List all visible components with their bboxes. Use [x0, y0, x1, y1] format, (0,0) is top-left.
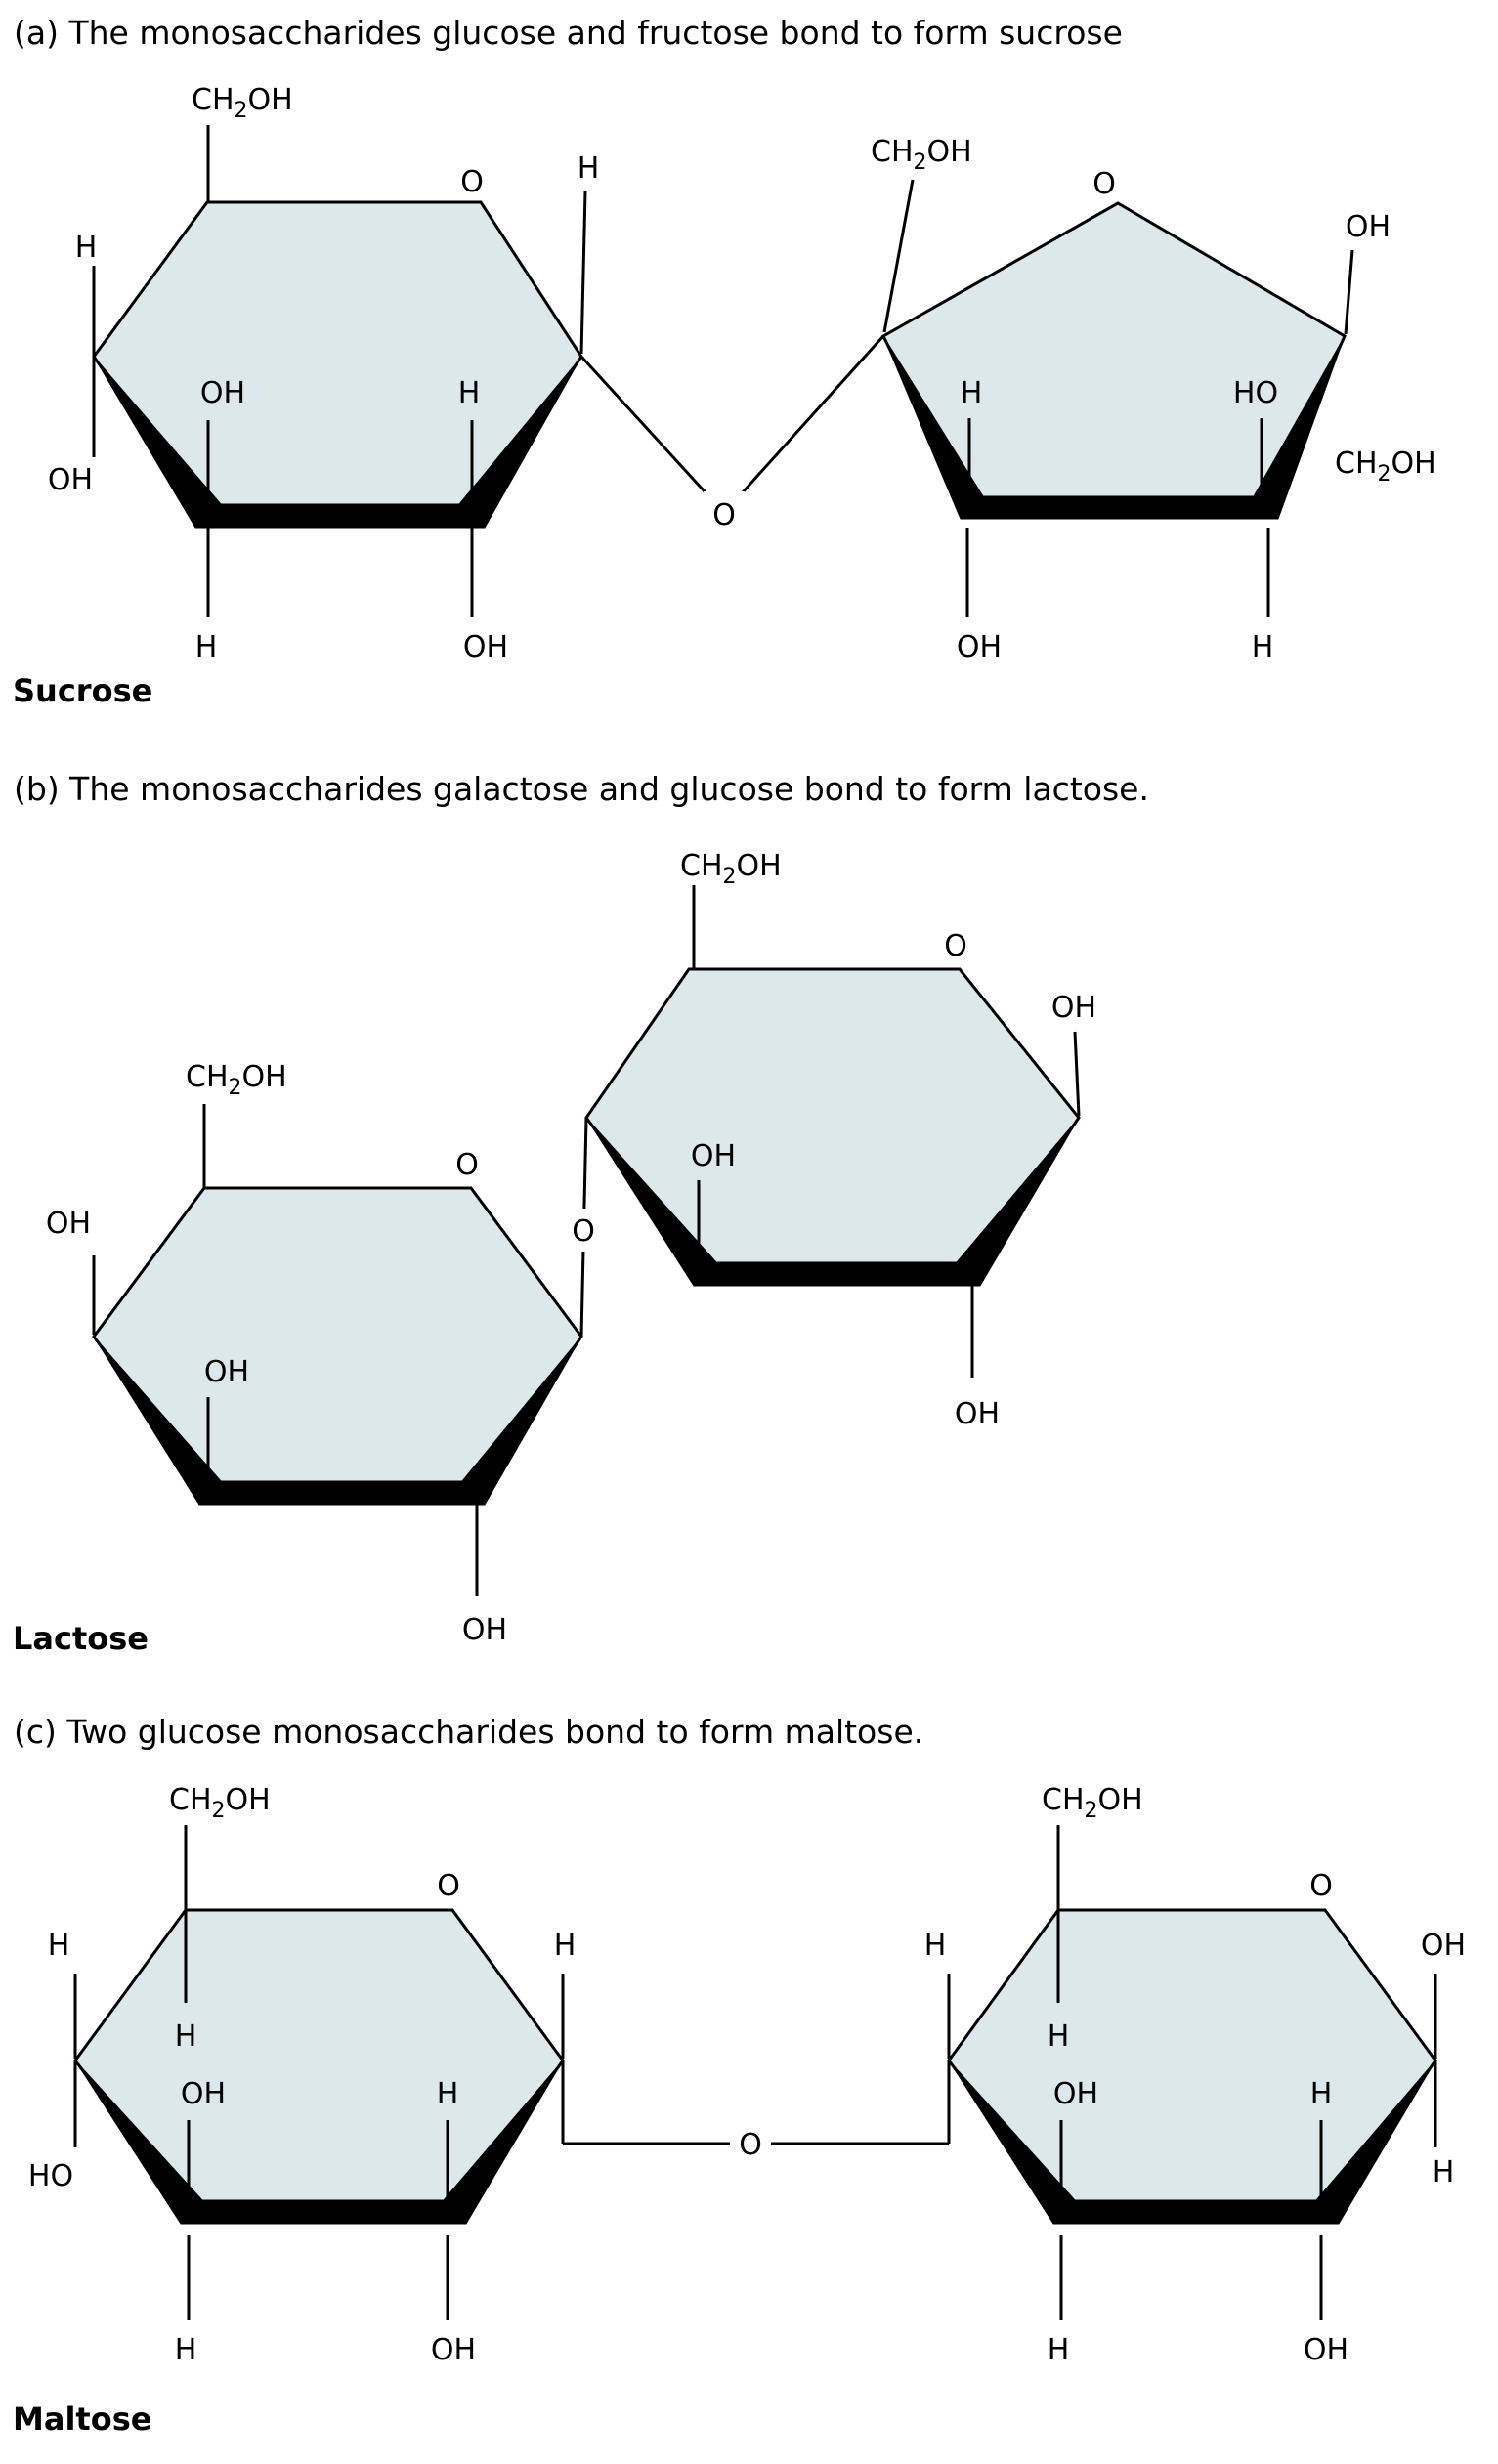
- h-label: H: [924, 1929, 947, 1963]
- ring-oxygen-label: O: [437, 1869, 460, 1903]
- section-b-title: (b) The monosaccharides galactose and gl…: [14, 770, 1149, 808]
- fructose-ring-front-edge: [882, 335, 1346, 520]
- ch2oh-label: CH2OH: [1335, 446, 1436, 487]
- ch2oh-label: CH2OH: [186, 1060, 287, 1100]
- oh-label: OH: [1051, 991, 1096, 1025]
- ring-oxygen-label: O: [944, 929, 967, 963]
- ho-label: HO: [1233, 376, 1278, 410]
- h-label: H: [75, 231, 98, 265]
- oh-label: OH: [200, 376, 245, 410]
- oh-label: OH: [463, 630, 508, 664]
- oh-label: OH: [1304, 2333, 1348, 2367]
- oh-label: OH: [1053, 2077, 1098, 2111]
- h-label: H: [1310, 2077, 1333, 2111]
- oh-label: OH: [955, 1397, 1000, 1431]
- h-label: H: [175, 2333, 197, 2367]
- h-label: H: [1048, 2333, 1070, 2367]
- oh-label: OH: [181, 2077, 226, 2111]
- bond-line: [1073, 1031, 1081, 1117]
- h-label: H: [578, 151, 600, 186]
- ring-oxygen-label: O: [455, 1148, 479, 1182]
- oh-label: OH: [462, 1613, 507, 1647]
- oh-label: OH: [691, 1139, 736, 1173]
- oh-label: OH: [48, 463, 93, 497]
- section-a-title: (a) The monosaccharides glucose and fruc…: [14, 14, 1123, 52]
- h-label: H: [458, 376, 481, 410]
- glycosidic-bond-line: [579, 355, 726, 515]
- section-b-lactose: (b) The monosaccharides galactose and gl…: [13, 770, 1149, 1657]
- molecule-name-sucrose: Sucrose: [13, 672, 152, 709]
- h-label: H: [437, 2077, 459, 2111]
- ring-oxygen-label: O: [1092, 167, 1116, 201]
- oh-label: OH: [46, 1207, 91, 1241]
- h-label: H: [175, 2019, 197, 2054]
- h-label: H: [1433, 2155, 1455, 2189]
- glucose-ring-front-edge: [585, 1117, 1080, 1287]
- section-c-maltose: (c) Two glucose monosaccharides bond to …: [13, 1713, 1466, 2438]
- oh-label: OH: [431, 2333, 476, 2367]
- molecule-name-maltose: Maltose: [13, 2400, 151, 2438]
- h-label: H: [1252, 630, 1274, 664]
- oh-label: OH: [957, 630, 1002, 664]
- glycosidic-bond-line: [722, 334, 885, 515]
- bridge-oxygen-label: O: [712, 498, 736, 532]
- ch2oh-label: CH2OH: [871, 135, 972, 175]
- h-label: H: [48, 1929, 70, 1963]
- ch2oh-label: CH2OH: [1042, 1783, 1143, 1823]
- bond-line: [882, 179, 915, 333]
- oh-label: OH: [1421, 1929, 1466, 1963]
- bond-line: [1344, 249, 1354, 335]
- bond-line: [579, 191, 587, 355]
- bridge-oxygen-label: O: [739, 2128, 762, 2162]
- bond-gap-mask: [564, 1209, 603, 1252]
- ring-oxygen-label: O: [1309, 1869, 1333, 1903]
- oh-label: OH: [204, 1355, 249, 1389]
- ring-oxygen-label: O: [460, 165, 484, 199]
- h-label: H: [961, 376, 983, 410]
- oh-label: OH: [1346, 210, 1391, 244]
- h-label: H: [554, 1929, 577, 1963]
- bond-gap-mask: [704, 491, 745, 534]
- molecule-name-lactose: Lactose: [13, 1620, 149, 1657]
- ch2oh-label: CH2OH: [680, 849, 782, 889]
- section-a-sucrose: (a) The monosaccharides glucose and fruc…: [13, 14, 1436, 709]
- ch2oh-label: CH2OH: [169, 1783, 271, 1823]
- h-label: H: [1048, 2019, 1070, 2054]
- ch2oh-label: CH2OH: [192, 83, 293, 123]
- bridge-oxygen-label: O: [572, 1214, 595, 1249]
- galactose-ring-front-edge: [93, 1336, 582, 1506]
- h-label: H: [195, 630, 218, 664]
- ho-label: HO: [28, 2159, 73, 2193]
- section-c-title: (c) Two glucose monosaccharides bond to …: [14, 1713, 923, 1751]
